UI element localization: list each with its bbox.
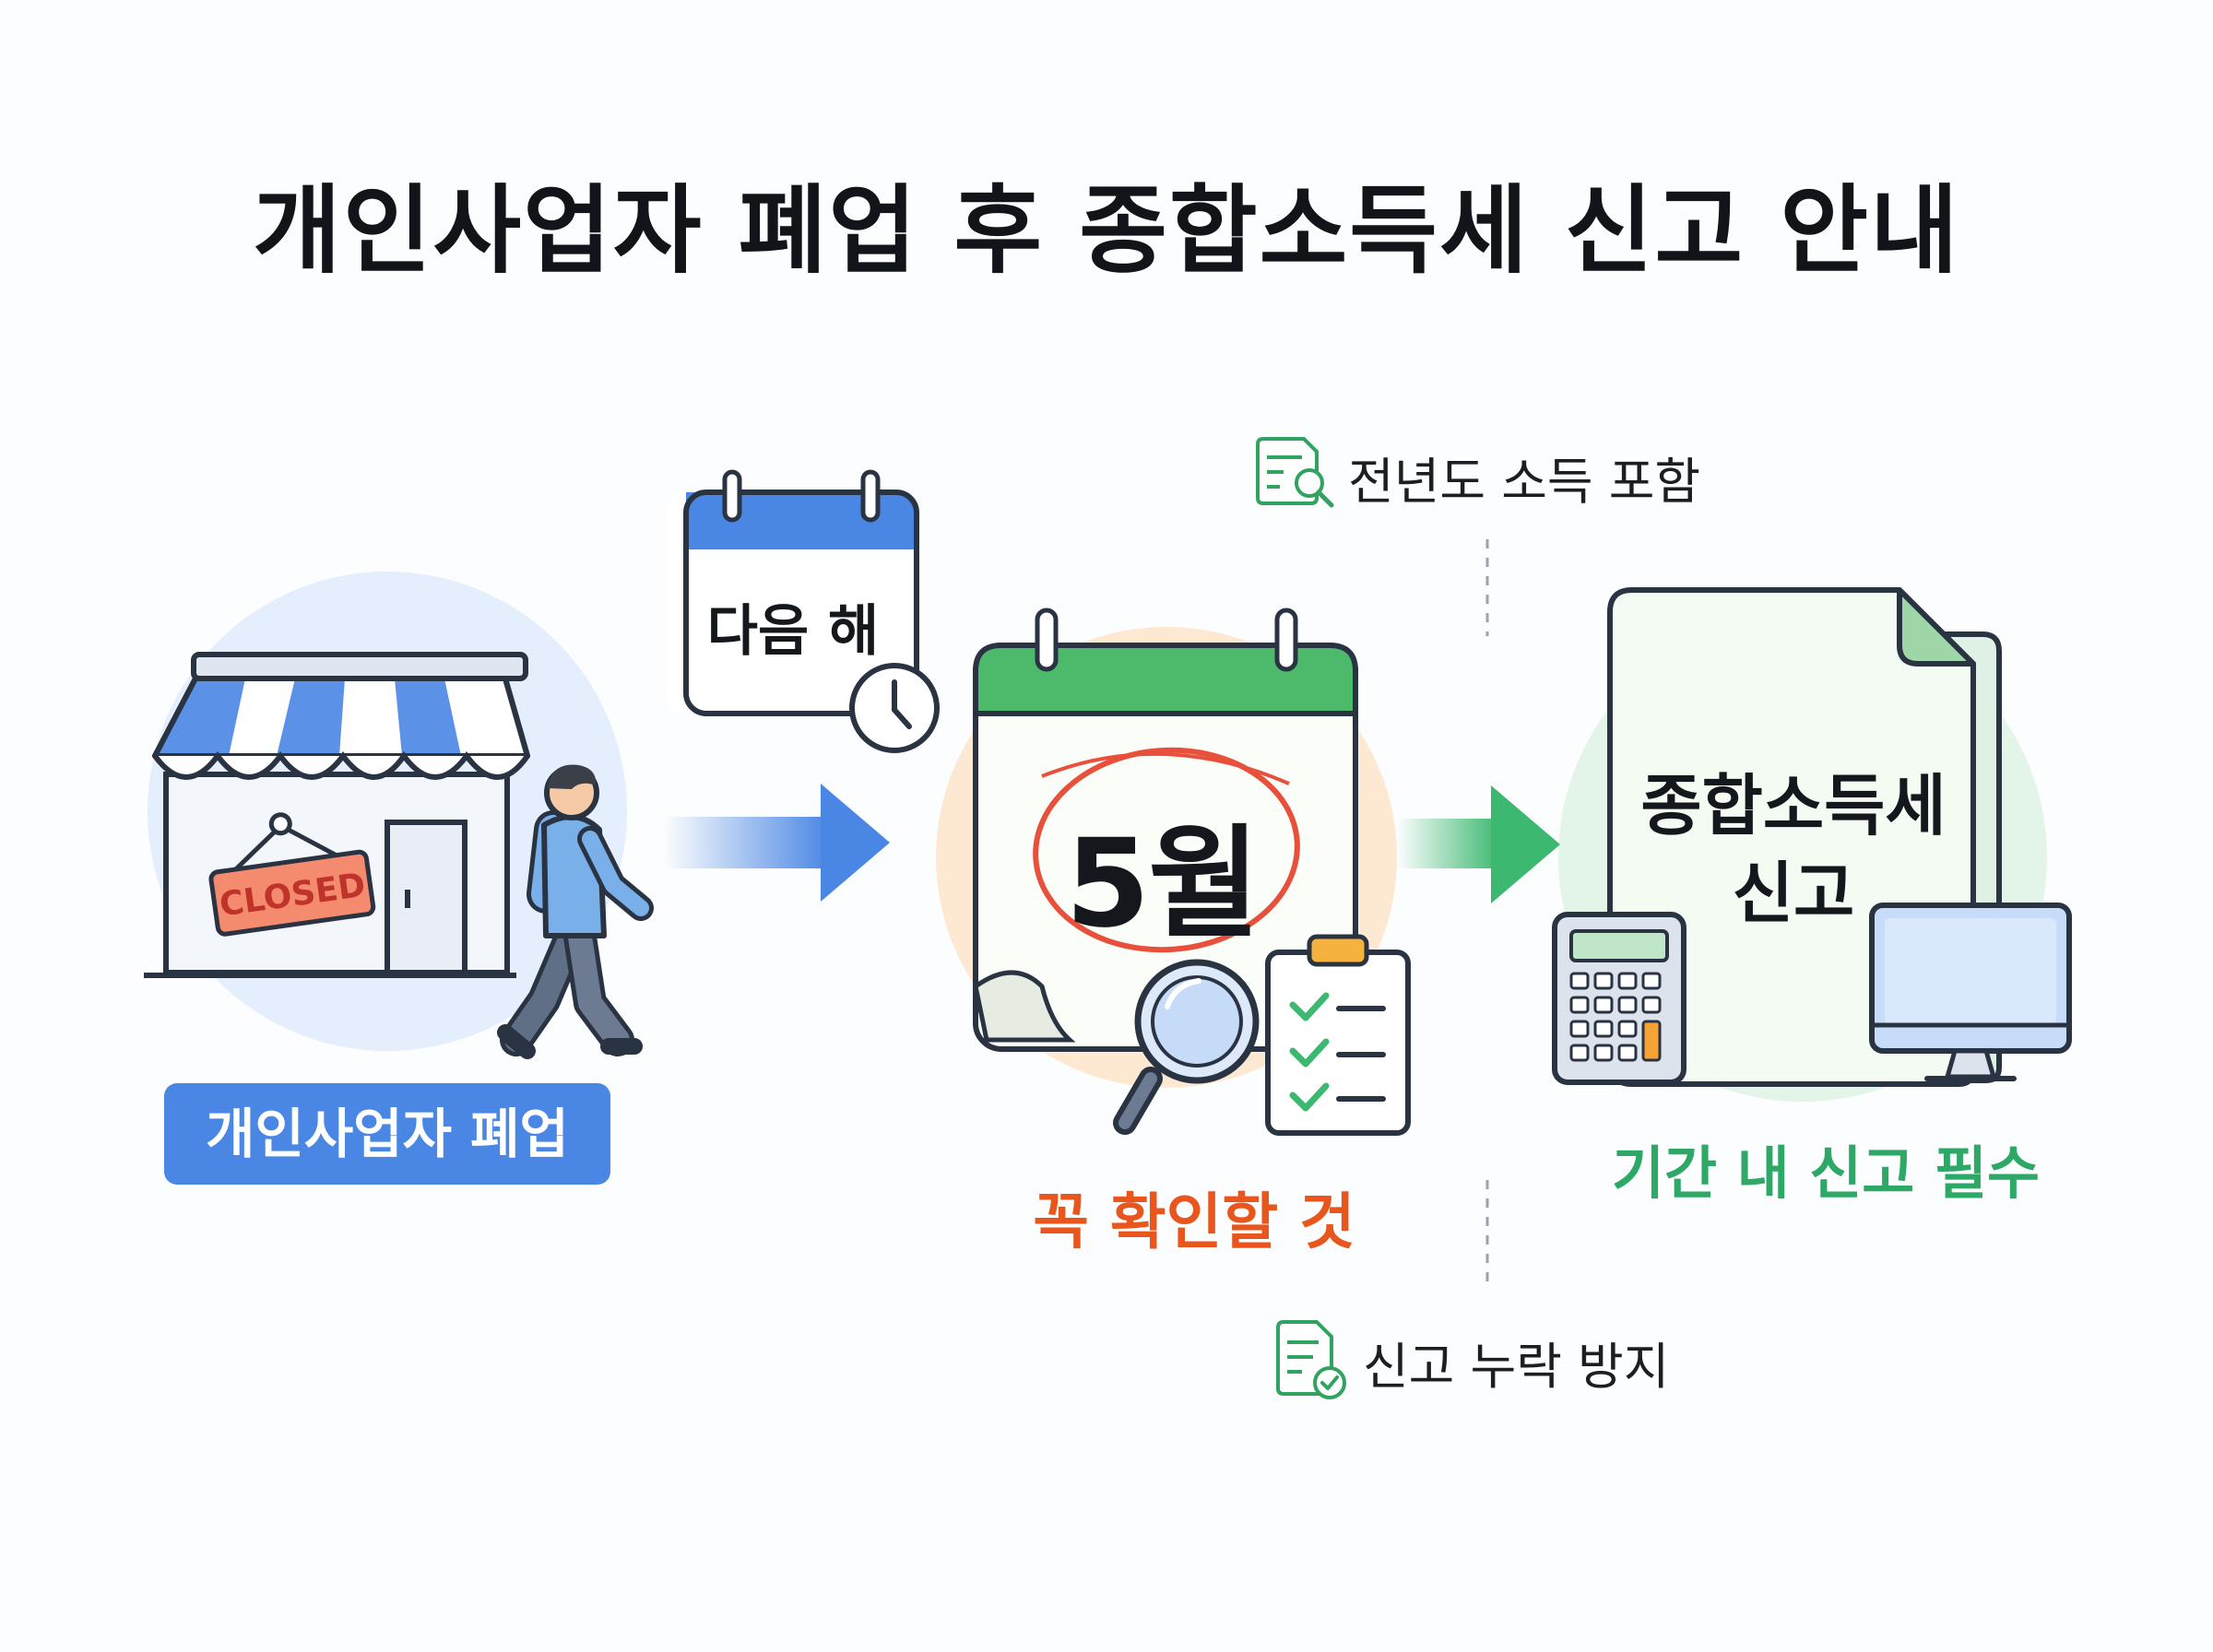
deadline-caption: 기간 내 신고 필수 (1611, 1139, 2041, 1207)
calculator-icon (1552, 912, 1686, 1085)
check-caption: 꼭 확인할 것 (1033, 1186, 1355, 1257)
document-search-icon (1256, 437, 1334, 508)
calendar-icon (666, 469, 919, 716)
note-prevent-omission: 신고 누락 방지 (1363, 1338, 1670, 1396)
arrow-right-icon (1397, 785, 1560, 903)
walking-person-icon (497, 764, 654, 1059)
calendar-icon (973, 608, 1358, 1052)
magnifier-icon (1113, 959, 1260, 1135)
page-title: 개인사업자 폐업 후 종합소득세 신고 안내 (253, 174, 1960, 287)
checklist-icon (1265, 934, 1411, 1136)
arrow-right-icon (664, 784, 890, 902)
monitor-icon (1869, 903, 2072, 1081)
month-label: 5월 (1065, 813, 1260, 955)
document-check-icon (1276, 1320, 1346, 1399)
business-closure-badge: 개인사업자 폐업 (164, 1083, 610, 1185)
filing-title-line1: 종합소득세 (1640, 767, 1947, 844)
note-previous-year-income: 전년도 소득 포함 (1348, 453, 1701, 511)
next-year-label: 다음 해 (706, 599, 880, 664)
storefront-icon (144, 652, 530, 978)
clock-icon (849, 663, 940, 753)
closed-sign-icon: CLOSED (208, 812, 376, 937)
filing-title-line2: 신고 (1732, 855, 1855, 932)
